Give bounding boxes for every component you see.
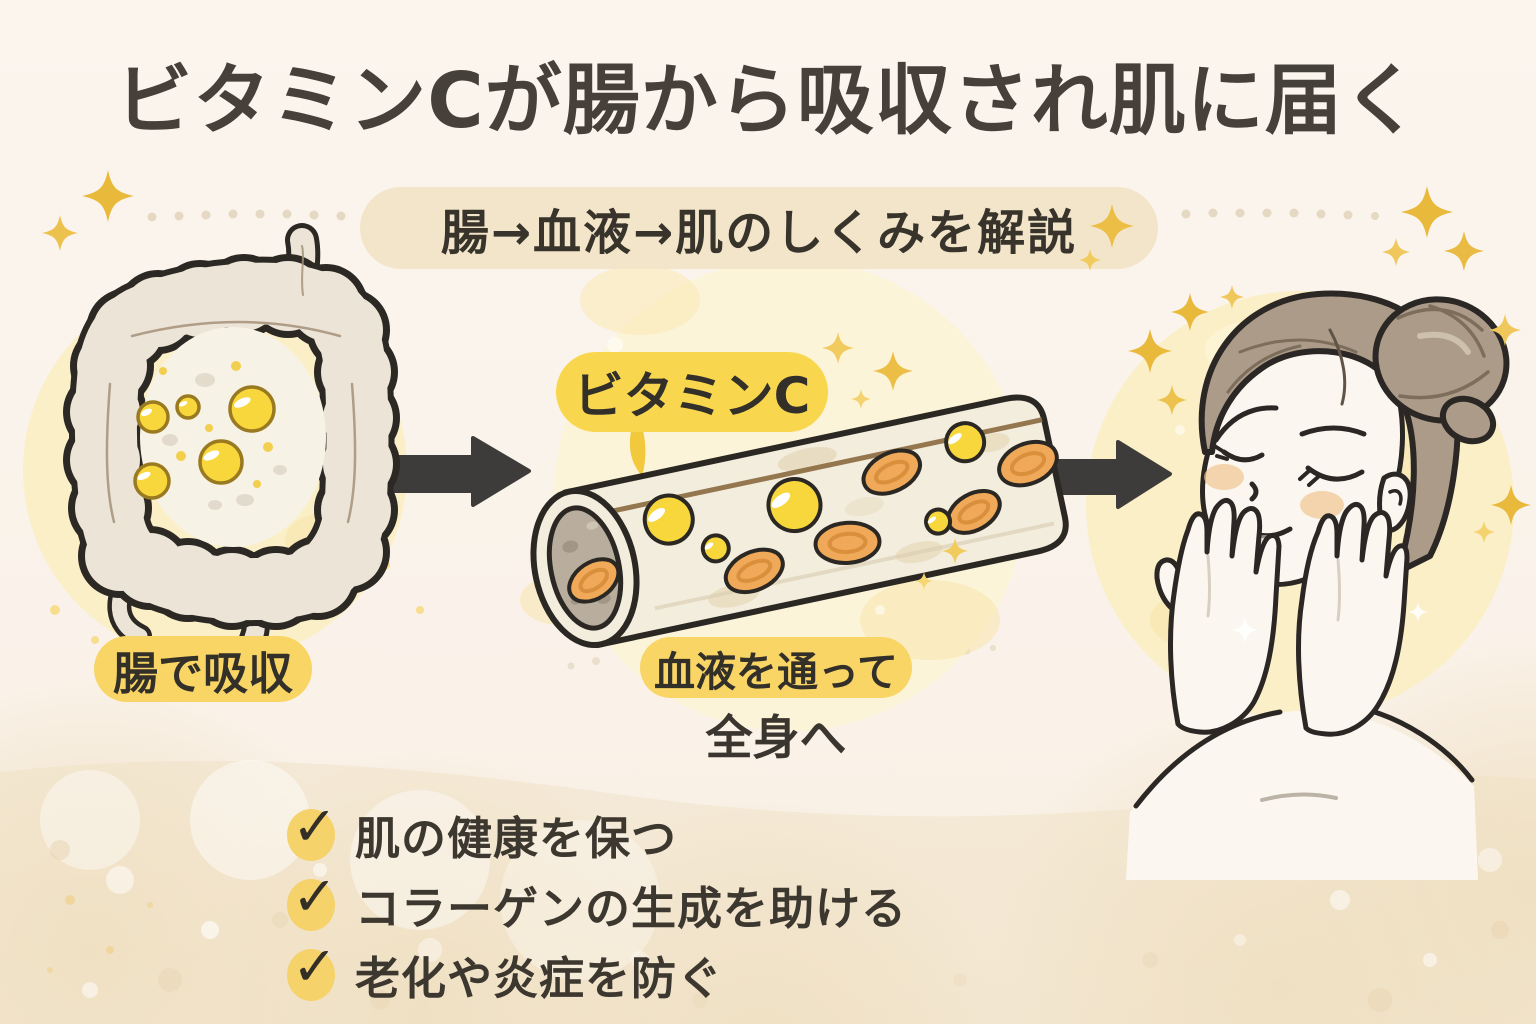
label-to-whole-body: 全身へ: [705, 711, 847, 766]
hand-right: [1296, 502, 1410, 737]
blush-right: [1300, 491, 1344, 519]
benefits-list: ✓ 肌の健康を保つ ✓ コラーゲンの生成を助ける ✓ 老化や炎症を防ぐ: [287, 795, 907, 1005]
callout-vitamin-c: ビタミンC: [556, 352, 828, 432]
callout-tail: [629, 426, 646, 476]
benefit-item: ✓ コラーゲンの生成を助ける: [287, 865, 907, 935]
vitamin-droplets: [133, 385, 276, 500]
blush-left: [1204, 464, 1244, 490]
eyebrow-right: [1299, 425, 1367, 437]
subtitle-text: 腸→血液→肌のしくみを解説: [440, 205, 1078, 261]
arrow-right-icon: [386, 436, 531, 507]
benefit-item: ✓ 肌の健康を保つ: [287, 795, 907, 865]
benefit-item: ✓ 老化や炎症を防ぐ: [287, 935, 907, 1005]
check-icon: ✓: [287, 795, 337, 861]
check-icon: ✓: [287, 865, 337, 931]
subtitle-banner: 腸→血液→肌のしくみを解説: [360, 187, 1158, 269]
vitamin-droplets-in-blood: [642, 421, 987, 564]
page-title: ビタミンCが腸から吸収され肌に届く: [115, 57, 1421, 146]
red-blood-cells: [723, 439, 1059, 595]
intestine-illustration: [63, 223, 400, 684]
closed-eye-right: [1305, 465, 1365, 482]
label-intestine-absorption: 腸で吸収: [94, 636, 312, 702]
eyebrow-left: [1213, 405, 1279, 443]
check-icon: ✓: [287, 935, 337, 1001]
arrow-right-icon: [1056, 440, 1172, 509]
hand-left: [1168, 498, 1282, 735]
blood-vessel-illustration: [530, 394, 1069, 649]
woman-face-illustration: [1126, 290, 1510, 880]
benefit-text: コラーゲンの生成を助ける: [355, 882, 908, 935]
closed-eye-left: [1221, 449, 1265, 463]
benefit-text: 肌の健康を保つ: [355, 812, 678, 865]
nose: [1249, 481, 1259, 502]
benefit-text: 老化や炎症を防ぐ: [355, 952, 724, 1005]
label-through-blood: 血液を通って: [640, 637, 912, 698]
